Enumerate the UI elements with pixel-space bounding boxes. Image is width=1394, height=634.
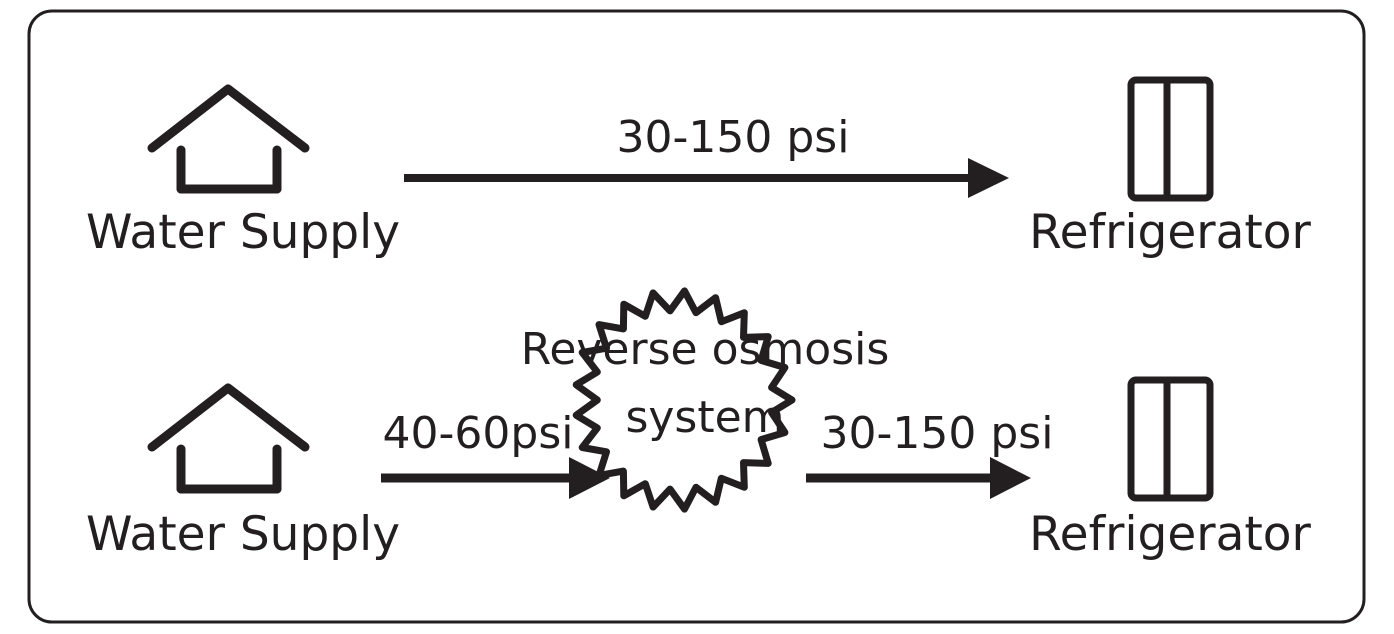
house-icon [147,383,310,494]
burst-icon [572,287,796,513]
device-label-line2: system [625,392,784,443]
refrigerator-icon [1127,376,1214,502]
arrow-right-icon [404,158,1009,198]
house-icon [147,84,310,194]
refrigerator-icon [1127,76,1214,202]
flow-in-label-bottom: 40-60psi [383,408,574,459]
target-label-bottom: Refrigerator [1029,507,1311,562]
rounded-frame [27,9,1366,624]
flow-out-label-bottom: 30-150 psi [821,408,1054,459]
arrow-right-icon [806,457,1031,499]
arrow-right-icon [381,457,610,499]
source-label-top: Water Supply [86,205,400,260]
source-label-bottom: Water Supply [86,507,400,562]
flow-label-top: 30-150 psi [617,112,850,163]
target-label-top: Refrigerator [1029,205,1311,260]
device-label-line1: Reverse osmosis [521,324,890,375]
